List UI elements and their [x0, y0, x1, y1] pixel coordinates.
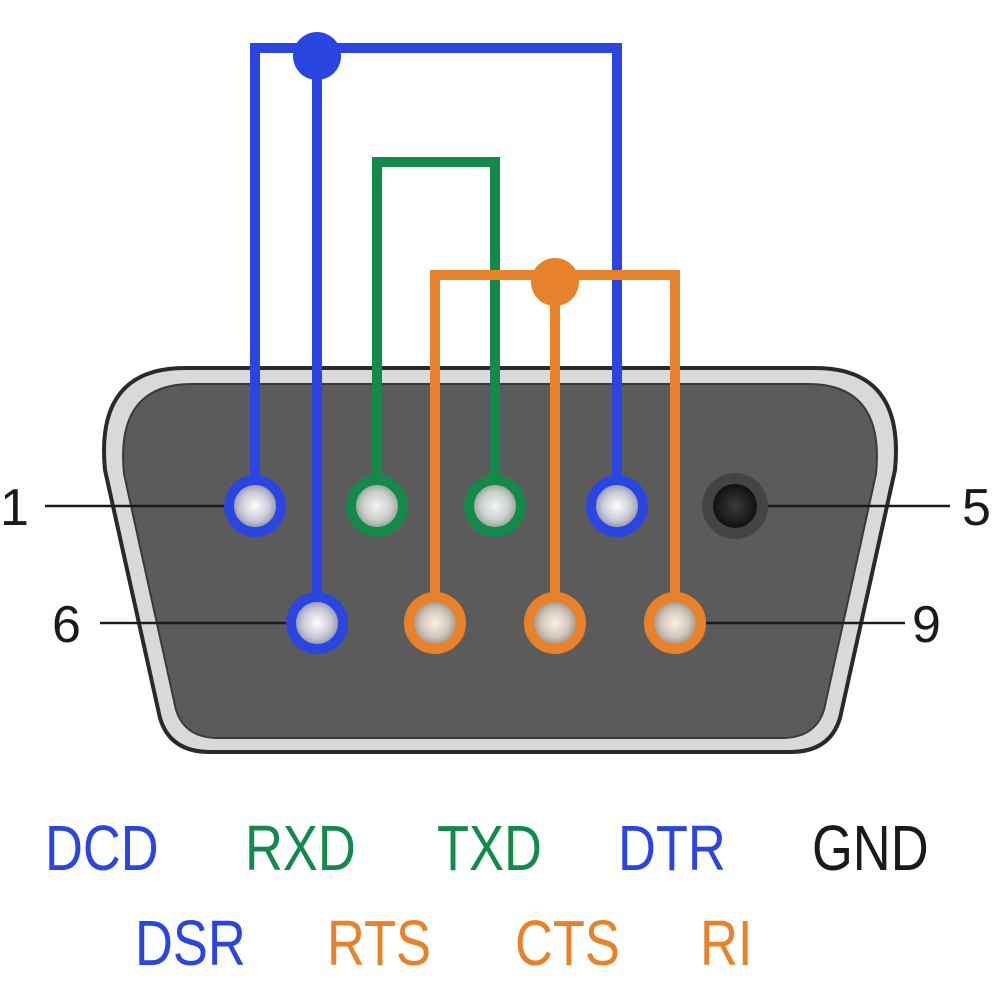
pin-7-rts: [404, 592, 466, 654]
signal-label-txd: TXD: [437, 813, 542, 884]
pin-number-6: 6: [52, 596, 81, 654]
signal-label-gnd: GND: [812, 813, 929, 884]
pins: [224, 473, 768, 654]
signal-labels: DCD RXD TXD DTR GND DSR RTS CTS RI: [45, 813, 929, 979]
signal-label-rxd: RXD: [245, 813, 356, 884]
pin-number-1: 1: [0, 479, 29, 537]
signal-label-dtr: DTR: [618, 813, 726, 884]
signal-label-cts: CTS: [515, 908, 620, 979]
pin-8-cts: [524, 592, 586, 654]
signal-label-ri: RI: [700, 908, 752, 979]
pin-3-txd: [464, 475, 526, 537]
pin-9-ri: [644, 592, 706, 654]
wire-green-rxd-txd: [372, 157, 500, 506]
pin-leader-lines: [45, 504, 950, 625]
shell-inner-face: [122, 383, 878, 739]
junction-blue: [293, 32, 341, 80]
junction-orange: [531, 258, 579, 306]
pin-5-gnd: [713, 484, 757, 528]
pin-6-dsr: [286, 592, 348, 654]
signal-label-dsr: DSR: [135, 908, 246, 979]
pin-2-rxd: [346, 475, 408, 537]
signal-label-dcd: DCD: [45, 813, 159, 884]
pin-4-dtr: [586, 475, 648, 537]
signal-label-rts: RTS: [327, 908, 431, 979]
pin-number-9: 9: [912, 596, 941, 654]
pin-number-5: 5: [962, 479, 991, 537]
pin-1-dcd: [224, 475, 286, 537]
